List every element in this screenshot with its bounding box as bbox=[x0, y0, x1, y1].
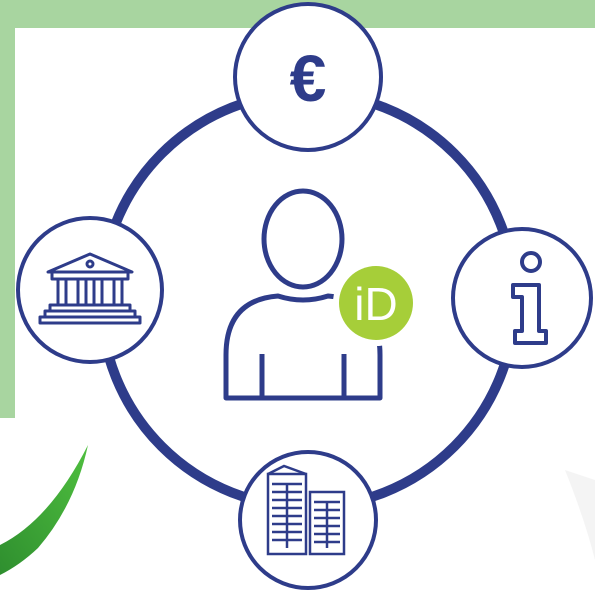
euro-icon: € bbox=[290, 41, 327, 115]
node-bottom bbox=[238, 450, 378, 590]
office-buildings-icon bbox=[266, 464, 346, 556]
orcid-badge: iD bbox=[333, 260, 419, 346]
faint-decoration bbox=[565, 470, 595, 560]
node-right bbox=[451, 227, 593, 369]
node-top: € bbox=[233, 2, 383, 152]
information-icon bbox=[511, 251, 548, 345]
orcid-id-icon bbox=[339, 266, 413, 340]
orcid-text: iD bbox=[354, 278, 397, 330]
bank-building-icon bbox=[38, 252, 142, 325]
node-left bbox=[16, 216, 164, 364]
swoosh-decoration bbox=[0, 445, 88, 575]
